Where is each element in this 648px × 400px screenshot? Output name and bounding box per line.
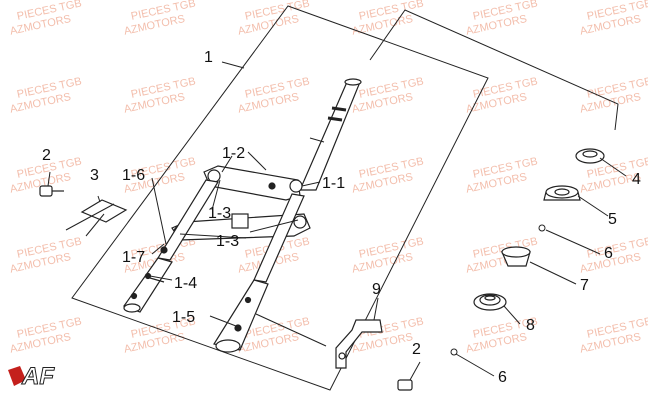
callout-2-top: 2 (42, 147, 51, 164)
callout-1-2: 1-2 (222, 145, 245, 162)
washer-part-6-top (538, 224, 546, 232)
watermark-text: PIECES TGBAZMOTORS (120, 75, 199, 115)
watermark-text: PIECES TGBAZMOTORS (576, 0, 648, 38)
watermark-text: PIECES TGBAZMOTORS (234, 75, 313, 115)
callout-1-7: 1-7 (122, 249, 145, 266)
callout-5: 5 (608, 211, 617, 228)
watermark-text: PIECES TGBAZMOTORS (6, 315, 85, 355)
leader-lines (47, 61, 627, 381)
callout-3: 3 (90, 167, 99, 184)
nut-part-5 (543, 185, 581, 201)
watermark-text: PIECES TGBAZMOTORS (462, 155, 541, 195)
nut-part-4 (575, 148, 605, 164)
callout-4: 4 (632, 171, 641, 188)
callout-6-bottom: 6 (498, 369, 507, 386)
bolt-part-2-top (39, 185, 64, 197)
watermark-text: PIECES TGBAZMOTORS (234, 0, 313, 38)
parts-frame (369, 9, 619, 131)
race-part-7 (501, 246, 531, 267)
assembly-frame (71, 5, 489, 391)
watermark-text: PIECES TGBAZMOTORS (6, 75, 85, 115)
watermark-text: PIECES TGBAZMOTORS (462, 75, 541, 115)
callout-1-3-a: 1-3 (208, 205, 231, 222)
callout-1-4: 1-4 (174, 275, 197, 292)
right-fork-leg (213, 193, 305, 353)
brand-logo-text: AF (21, 363, 55, 390)
callout-1-6: 1-6 (122, 167, 145, 184)
watermark-text: PIECES TGBAZMOTORS (348, 155, 427, 195)
watermark-text: PIECES TGBAZMOTORS (120, 0, 199, 38)
callout-1-1: 1-1 (322, 175, 345, 192)
callout-9: 9 (372, 281, 381, 298)
callout-7: 7 (580, 277, 589, 294)
watermark-text: PIECES TGBAZMOTORS (348, 235, 427, 275)
watermark-text: PIECES TGBAZMOTORS (6, 235, 85, 275)
left-fork-leg (123, 179, 219, 313)
steering-stem (299, 78, 362, 191)
callout-2-bottom: 2 (412, 341, 421, 358)
callout-1-5: 1-5 (172, 309, 195, 326)
bearing-part-8 (473, 293, 507, 311)
bracket-part-9 (335, 319, 383, 369)
watermark-text: PIECES TGBAZMOTORS (462, 0, 541, 38)
callout-1-3-b: 1-3 (216, 233, 239, 250)
brand-logo: AF (8, 363, 56, 391)
callout-1: 1 (204, 49, 213, 66)
watermark-text: PIECES TGBAZMOTORS (6, 155, 85, 195)
callout-8: 8 (526, 317, 535, 334)
watermark-text: PIECES TGBAZMOTORS (576, 75, 648, 115)
watermark-text: PIECES TGBAZMOTORS (576, 315, 648, 355)
bolt-part-2-bottom (397, 379, 413, 391)
bracket-part-3 (80, 199, 128, 223)
watermark-text: PIECES TGBAZMOTORS (6, 0, 85, 38)
callout-6-top: 6 (604, 245, 613, 262)
washer-part-6-bottom (450, 348, 458, 356)
